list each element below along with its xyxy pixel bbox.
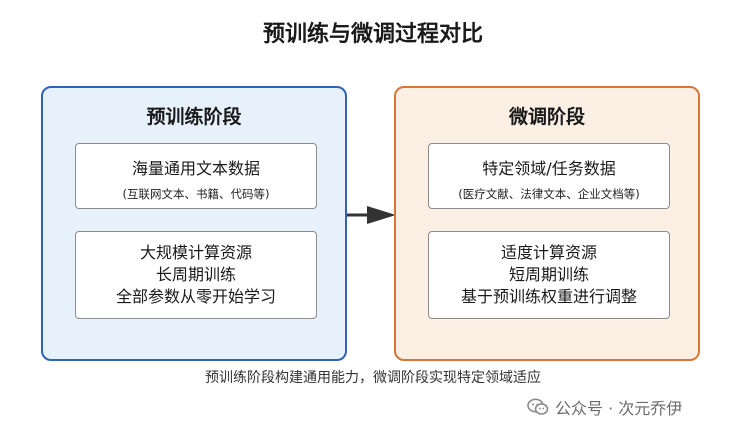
pretraining-data-examples: (互联网文本、书籍、代码等) [122,187,270,201]
finetuning-training-card: 适度计算资源 短周期训练 基于预训练权重进行调整 [428,231,670,319]
flow-arrow-head [367,206,396,224]
pretraining-training-line: 长周期训练 [155,265,236,284]
finetuning-panel-title: 微调阶段 [508,106,585,128]
wechat-icon [527,398,549,415]
finetuning-training-line: 适度计算资源 [500,243,597,262]
pretraining-training-line: 大规模计算资源 [139,243,252,262]
finetuning-data-examples: (医疗文献、法律文本、企业文档等) [458,187,640,201]
pretraining-panel-title: 预训练阶段 [146,106,242,128]
finetuning-data-card: 特定领域/任务数据 (医疗文献、法律文本、企业文档等) [428,143,670,209]
watermark-text: 公众号 · 次元乔伊 [555,399,683,418]
watermark: 公众号 · 次元乔伊 [527,396,682,418]
pretraining-training-card: 大规模计算资源 长周期训练 全部参数从零开始学习 [75,231,317,319]
finetuning-training-line: 基于预训练权重进行调整 [460,287,637,306]
pretraining-panel: 预训练阶段 海量通用文本数据 (互联网文本、书籍、代码等) 大规模计算资源 长周… [41,86,347,361]
pretraining-data-card: 海量通用文本数据 (互联网文本、书籍、代码等) [75,143,317,209]
finetuning-training-line: 短周期训练 [508,265,589,284]
pretraining-training-line: 全部参数从零开始学习 [115,287,276,306]
diagram-title: 预训练与微调过程对比 [262,22,483,47]
flow-arrow [347,206,396,224]
finetuning-panel: 微调阶段 特定领域/任务数据 (医疗文献、法律文本、企业文档等) 适度计算资源 … [394,86,700,361]
pretraining-data-label: 海量通用文本数据 [131,159,260,178]
diagram-caption: 预训练阶段构建通用能力，微调阶段实现特定领域适应 [205,370,541,386]
finetuning-data-label: 特定领域/任务数据 [482,159,616,178]
